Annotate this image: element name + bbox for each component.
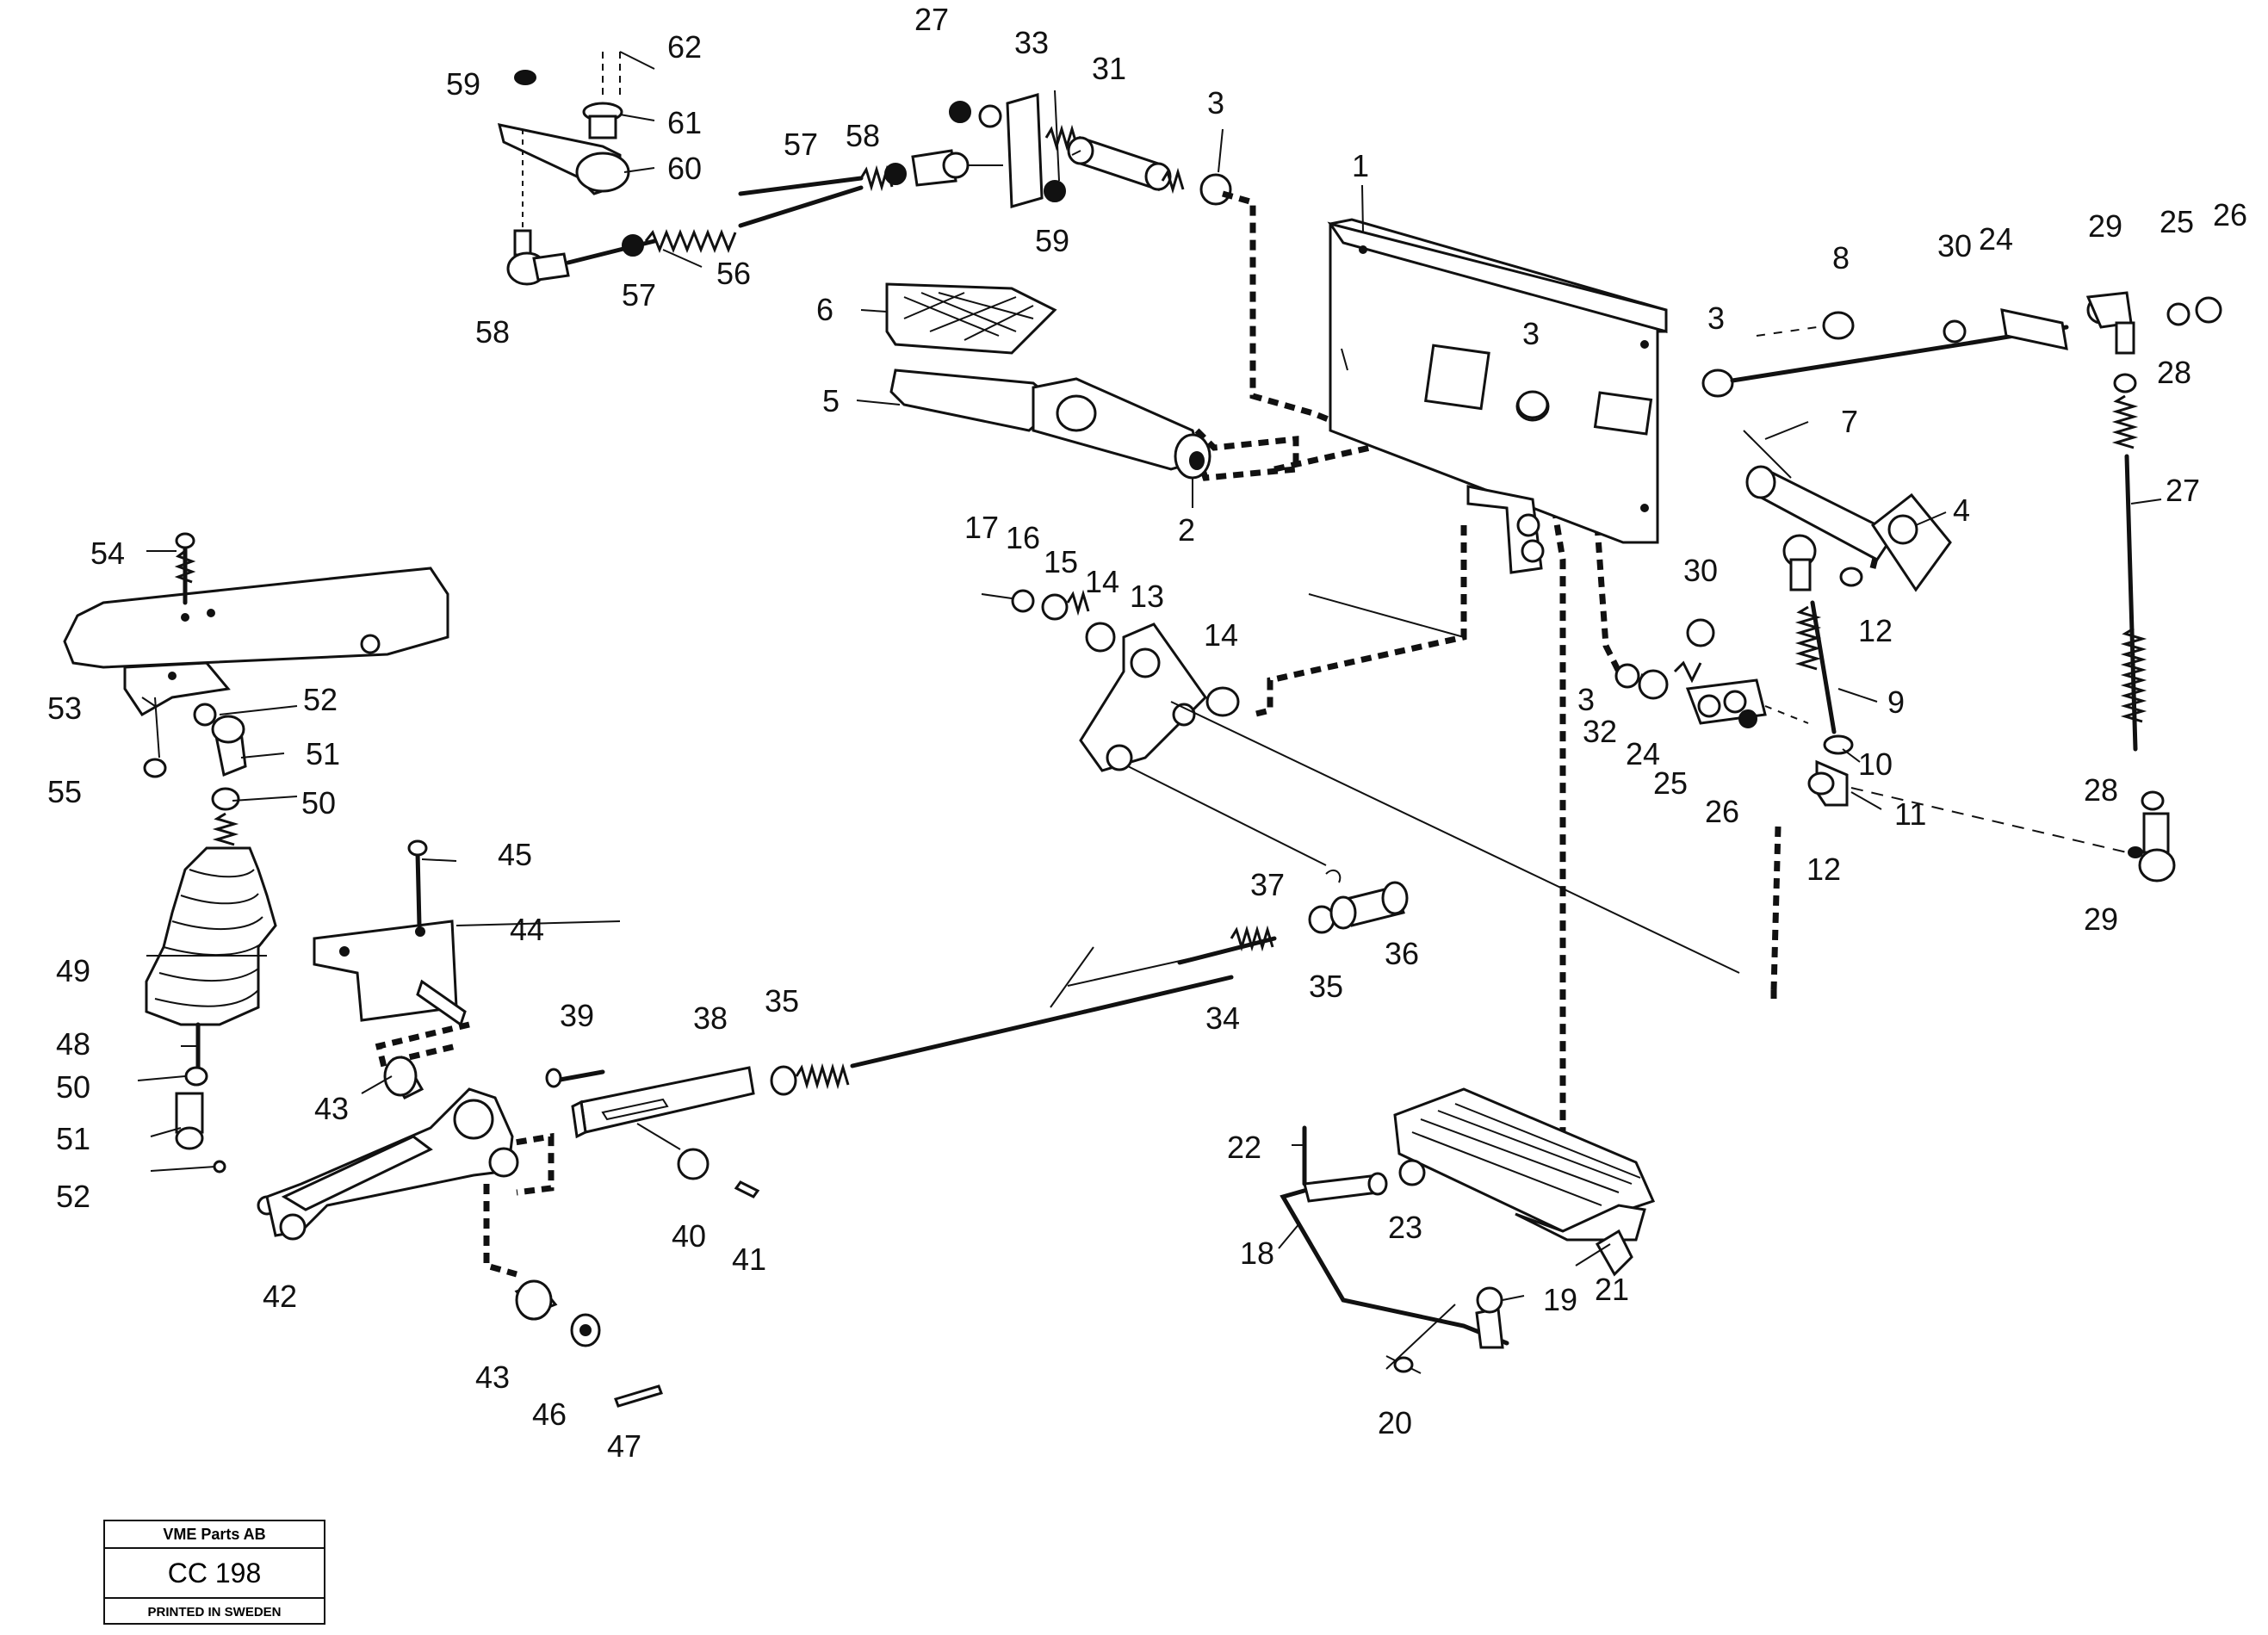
callout-59: 59 <box>1035 223 1069 258</box>
callout-6: 6 <box>816 292 833 327</box>
callout-2: 2 <box>1178 512 1195 548</box>
callout-27: 27 <box>2166 473 2200 508</box>
callout-45: 45 <box>498 837 532 872</box>
callout-50: 50 <box>56 1069 90 1105</box>
callout-57: 57 <box>622 277 656 313</box>
mounting-plate <box>1327 218 1668 574</box>
callout-41: 41 <box>732 1242 766 1277</box>
callout-22: 22 <box>1227 1130 1261 1165</box>
callout-43: 43 <box>475 1359 510 1395</box>
callout-53: 53 <box>47 691 82 726</box>
callout-26: 26 <box>1705 794 1739 829</box>
callout-62: 62 <box>667 29 702 65</box>
callout-19: 19 <box>1543 1282 1577 1317</box>
callout-9: 9 <box>1887 684 1905 720</box>
callout-3: 3 <box>1207 85 1224 121</box>
callout-3: 3 <box>1522 316 1540 351</box>
callout-11: 11 <box>1894 796 1926 832</box>
callout-25: 25 <box>1653 765 1688 801</box>
callout-20: 20 <box>1378 1405 1412 1440</box>
callout-30: 30 <box>1937 228 1972 263</box>
callout-3: 3 <box>1707 300 1725 336</box>
callout-43: 43 <box>314 1091 349 1126</box>
callout-24: 24 <box>1626 736 1660 771</box>
callout-13: 13 <box>1130 579 1164 614</box>
callout-39: 39 <box>560 998 594 1033</box>
callout-18: 18 <box>1240 1236 1274 1271</box>
callout-32: 32 <box>1583 714 1617 749</box>
callout-52: 52 <box>56 1179 90 1214</box>
callout-21: 21 <box>1595 1272 1629 1307</box>
title-stamp: VME Parts AB CC 198 PRINTED IN SWEDEN <box>103 1520 325 1625</box>
callout-34: 34 <box>1205 1000 1240 1036</box>
callout-17: 17 <box>964 510 999 545</box>
callout-24: 24 <box>1979 221 2013 257</box>
callout-52: 52 <box>303 682 338 717</box>
callout-29: 29 <box>2084 901 2118 937</box>
callout-55: 55 <box>47 774 82 809</box>
callout-26: 27 <box>914 2 949 37</box>
callout-12: 12 <box>1858 613 1893 648</box>
callout-50: 50 <box>301 785 336 821</box>
callout-36: 36 <box>1385 936 1419 971</box>
hand-lever <box>63 532 449 1216</box>
callout-25: 25 <box>2160 204 2194 239</box>
bracket <box>313 839 467 1027</box>
callout-37: 37 <box>1250 867 1285 902</box>
callout-40: 40 <box>672 1218 706 1254</box>
callout-31: 31 <box>1092 51 1126 86</box>
callout-54: 54 <box>90 536 125 571</box>
stamp-code: CC 198 <box>105 1549 324 1599</box>
upper-linkage <box>497 52 1232 286</box>
callout-14: 14 <box>1085 564 1119 599</box>
callout-61: 61 <box>667 105 702 140</box>
stamp-printed: PRINTED IN SWEDEN <box>147 1605 282 1620</box>
callout-26: 26 <box>2213 197 2247 232</box>
callout-5: 5 <box>822 383 840 418</box>
stamp-company: VME Parts AB <box>105 1521 324 1549</box>
callout-51: 51 <box>306 736 340 771</box>
callout-35: 35 <box>1309 969 1343 1004</box>
callout-48: 48 <box>56 1026 90 1062</box>
callout-3: 3 <box>1577 682 1595 717</box>
callout-51: 51 <box>56 1121 90 1156</box>
callout-49: 49 <box>56 953 90 988</box>
callout-47: 47 <box>607 1428 641 1464</box>
lever-assembly <box>981 589 1740 974</box>
callout-28: 28 <box>2157 355 2191 390</box>
callout-16: 16 <box>1006 520 1040 555</box>
callout-23: 23 <box>1388 1210 1422 1245</box>
callout-60: 60 <box>667 151 702 186</box>
slider-rod <box>545 869 1409 1198</box>
callout-58: 58 <box>475 314 510 350</box>
callout-15: 15 <box>1044 544 1078 579</box>
callout-10: 10 <box>1858 746 1893 782</box>
accelerator-pedal <box>1280 1087 1656 1374</box>
callout-14: 14 <box>1204 617 1238 653</box>
callout-4: 4 <box>1953 492 1970 528</box>
callout-46: 46 <box>532 1397 567 1432</box>
callout-57: 57 <box>784 127 818 162</box>
callout-59: 59 <box>446 66 480 102</box>
callout-labels: 1 2 3 3 3 3 4 5 6 7 8 9 10 11 12 12 13 1… <box>47 2 2247 1464</box>
callout-30: 30 <box>1683 553 1718 588</box>
callout-8: 8 <box>1832 240 1850 276</box>
callout-28: 28 <box>2084 772 2118 808</box>
callout-42: 42 <box>263 1279 297 1314</box>
brake-pedal <box>885 282 1211 480</box>
callout-7: 7 <box>1841 404 1858 439</box>
callout-33: 33 <box>1014 25 1049 60</box>
callout-12: 12 <box>1806 852 1841 887</box>
callout-1: 1 <box>1352 148 1369 183</box>
callout-56: 56 <box>716 256 751 291</box>
bottom-lever <box>265 1056 663 1408</box>
callout-58: 58 <box>846 118 880 153</box>
callout-29: 29 <box>2088 208 2122 244</box>
callout-38: 38 <box>693 1000 728 1036</box>
leader-lines <box>137 51 2162 1301</box>
callout-44: 44 <box>510 912 544 947</box>
callout-35: 35 <box>765 983 799 1019</box>
